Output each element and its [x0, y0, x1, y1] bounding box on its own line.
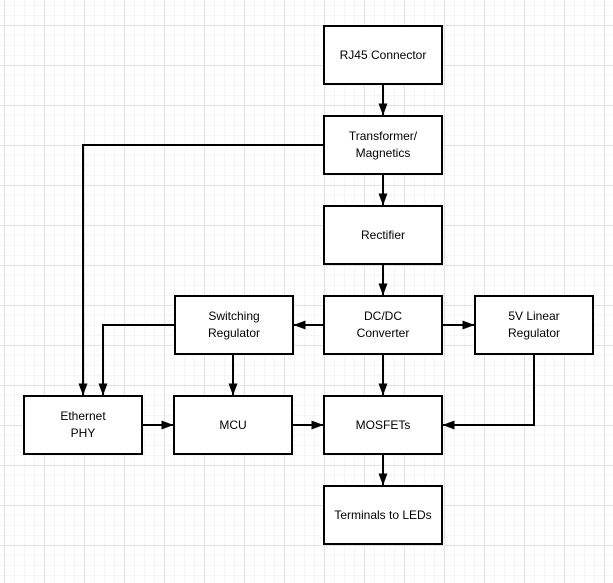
block-label: Ethernet PHY [60, 409, 106, 440]
edge-transformer-to-phy[interactable] [78, 144, 323, 396]
block-mcu[interactable]: MCU [173, 395, 293, 455]
block-label: RJ45 Connector [339, 47, 427, 62]
block-label: DC/DC Converter [356, 309, 410, 340]
block-rj45-connector[interactable]: RJ45 Connector [323, 25, 443, 85]
block-label: Switching Regulator [207, 309, 261, 340]
block-ethernet-phy[interactable]: Ethernet PHY [23, 395, 143, 455]
block-mosfets[interactable]: MOSFETs [323, 395, 443, 455]
block-terminals-to-leds[interactable]: Terminals to LEDs [323, 485, 443, 545]
block-rectifier[interactable]: Rectifier [323, 205, 443, 265]
block-label: MOSFETs [355, 417, 411, 432]
block-switching-regulator[interactable]: Switching Regulator [174, 295, 294, 355]
block-label: MCU [219, 417, 247, 432]
block-transformer-magnetics[interactable]: Transformer/ Magnetics [323, 115, 443, 175]
edge-linear5v-to-mosfets[interactable] [442, 355, 535, 430]
block-label: Terminals to LEDs [334, 507, 432, 522]
block-label: Rectifier [360, 227, 405, 242]
block-label: 5V Linear Regulator [507, 309, 561, 340]
block-5v-linear-regulator[interactable]: 5V Linear Regulator [474, 295, 594, 355]
edge-switching-to-phy[interactable] [98, 324, 174, 396]
block-dcdc-converter[interactable]: DC/DC Converter [323, 295, 443, 355]
block-label: Transformer/ Magnetics [348, 129, 418, 160]
